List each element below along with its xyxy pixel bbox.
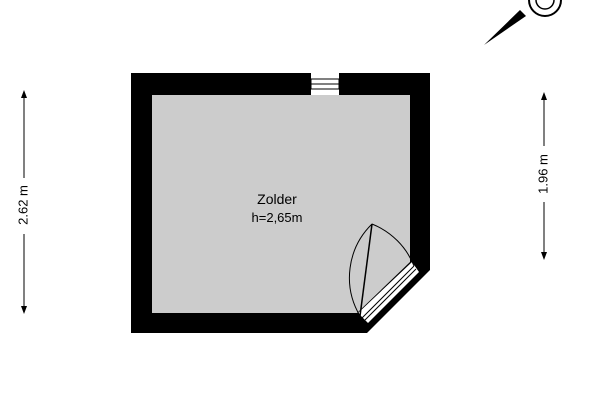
room-floor [152, 95, 410, 313]
window-icon [310, 73, 340, 95]
dimension-right-label: 1.96 m [535, 154, 550, 194]
dimension-left: 2.62 m [14, 90, 34, 314]
door-swing-icon [348, 223, 419, 323]
compass-icon [484, 0, 562, 45]
room-height: h=2,65m [252, 210, 303, 225]
dimension-left-label: 2.62 m [15, 185, 30, 225]
dimension-right: 1.96 m [534, 92, 554, 260]
room-name: Zolder [257, 191, 297, 207]
